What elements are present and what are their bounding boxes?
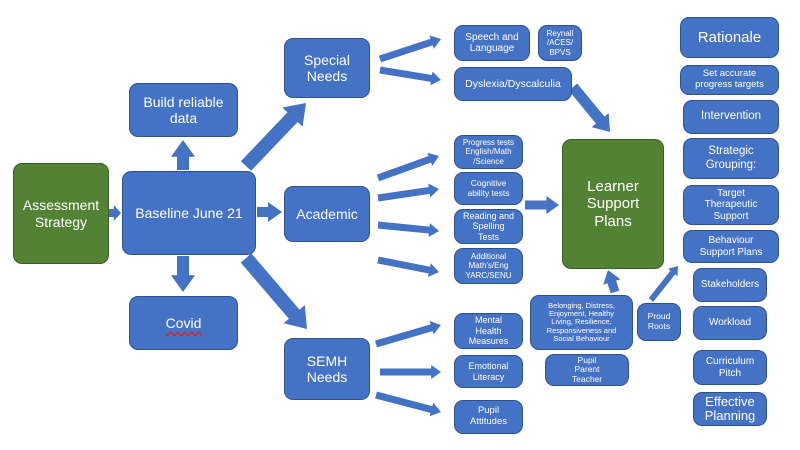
assessment-strategy-box: Assessment Strategy <box>13 163 109 264</box>
set-progress-targets-box: Set accurate progress targets <box>680 65 779 95</box>
curriculum-pitch-box: Curriculum Pitch <box>693 350 767 385</box>
arrow-to-dyslexia <box>379 66 441 86</box>
arrow-to-build-data <box>171 140 195 170</box>
dyslexia-dyscalculia-box: Dyslexia/Dyscalculia <box>454 67 572 101</box>
arrow-to-additional <box>377 256 439 277</box>
arrow-dyslexia-to-lsp <box>568 83 610 132</box>
arrow-to-progress-tests <box>376 152 439 182</box>
target-therapeutic-support-box: Target Therapeutic Support <box>683 185 779 225</box>
emotional-literacy-box: Emotional Literacy <box>454 355 523 388</box>
behaviour-support-plans-box: Behaviour Support Plans <box>683 230 779 263</box>
strategic-grouping-box: Strategic Grouping: <box>683 138 779 179</box>
arrow-to-baseline <box>109 205 121 221</box>
arrow-to-reading <box>377 221 439 237</box>
baseline-box: Baseline June 21 <box>122 171 256 255</box>
arrow-to-covid <box>171 256 195 292</box>
special-needs-box: Special Needs <box>284 38 370 98</box>
speech-language-box: Speech and Language <box>454 25 530 61</box>
progress-tests-box: Progress tests English/Math /Science <box>454 135 523 169</box>
arrow-academic-to-lsp <box>525 196 559 214</box>
pupil-attitudes-box: Pupil Attitudes <box>454 400 523 434</box>
belonging-measures-box: Belonging, Distress, Enjoyment, Healthy … <box>530 295 633 350</box>
arrow-to-pupil-attitudes <box>375 391 441 417</box>
build-reliable-data-box: Build reliable data <box>129 83 238 137</box>
arrow-belonging-to-lsp <box>603 270 621 294</box>
arrow-to-mental-health <box>375 321 441 348</box>
arrow-to-emotional <box>380 365 441 379</box>
reading-spelling-box: Reading and Spelling Tests <box>454 209 523 244</box>
learner-support-plans-box: Learner Support Plans <box>562 139 664 269</box>
rationale-box: Rationale <box>680 17 779 58</box>
arrow-to-speech <box>378 35 441 63</box>
proud-roots-box: Proud Roots <box>637 303 681 341</box>
intervention-box: Intervention <box>683 100 779 134</box>
arrow-to-cognitive <box>377 183 439 202</box>
covid-box: Covid <box>129 296 238 350</box>
mental-health-box: Mental Health Measures <box>454 313 523 349</box>
additional-maths-box: Additional Math's/Eng YARC/SENU <box>454 248 523 284</box>
semh-needs-box: SEMH Needs <box>284 338 370 400</box>
cognitive-ability-box: Cognitive ability tests <box>454 172 523 205</box>
effective-planning-box: Effective Planning <box>693 392 767 426</box>
stakeholders-box: Stakeholders <box>693 268 767 302</box>
workload-box: Workload <box>693 306 767 340</box>
arrow-to-semh <box>240 253 307 329</box>
arrow-to-special-needs <box>240 103 306 171</box>
pupil-parent-teacher-box: Pupil Parent Teacher <box>545 354 629 386</box>
academic-box: Academic <box>284 186 370 242</box>
reynall-aces-bpvs-box: Reynall /ACES/ BPVS <box>538 25 582 61</box>
arrow-proud-roots-up <box>648 266 678 302</box>
covid-label: Covid <box>165 314 202 331</box>
arrow-to-academic <box>257 202 282 222</box>
